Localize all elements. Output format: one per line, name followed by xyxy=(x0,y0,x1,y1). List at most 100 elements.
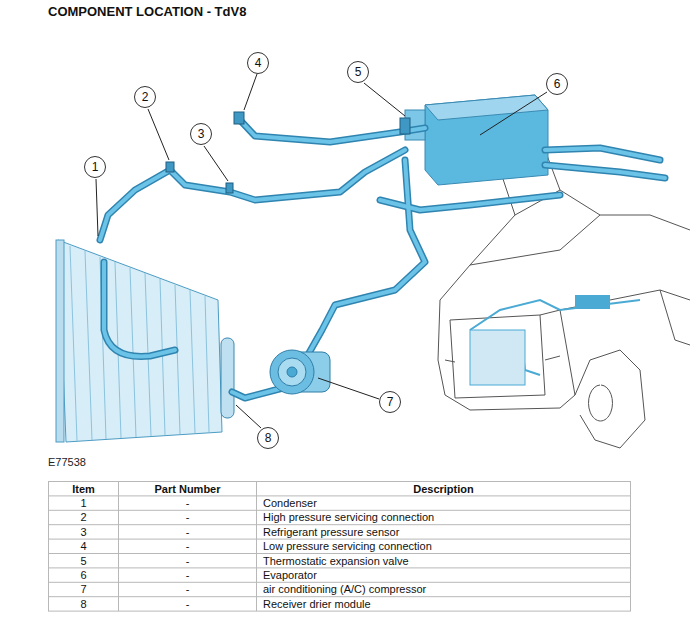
table-grid-part xyxy=(49,596,631,597)
table-cell: High pressure servicing connection xyxy=(257,511,630,524)
table-grid xyxy=(49,482,631,612)
table-cell: air conditioning (A/C) compressor xyxy=(257,583,630,596)
table-cell: 6 xyxy=(49,568,118,581)
table-header: Description xyxy=(257,482,630,495)
table-cell: - xyxy=(119,496,256,509)
vehicle-outline-part xyxy=(540,310,575,395)
refrigerant-pipes-part-part xyxy=(100,150,405,240)
vehicle-outline-part xyxy=(660,290,690,345)
table-cell: Refrigerant pressure sensor xyxy=(257,525,630,538)
leader-lines-part xyxy=(244,74,257,110)
table-grid-part xyxy=(49,495,631,496)
refrigerant-pipes-part-part xyxy=(545,165,665,178)
vehicle-outline-part xyxy=(440,215,690,300)
table-grid-part xyxy=(49,582,631,583)
callout-number: 5 xyxy=(347,61,369,83)
table-cell: - xyxy=(119,597,256,610)
fittings-part xyxy=(234,112,244,124)
table-grid-part xyxy=(49,482,631,612)
table-cell: - xyxy=(119,540,256,553)
vehicle-outline-part xyxy=(575,350,645,448)
table-cell: Receiver drier module xyxy=(257,597,630,610)
table-cell: 8 xyxy=(49,597,118,610)
table-cell: - xyxy=(119,554,256,567)
figure-code: E77538 xyxy=(48,456,86,468)
fittings-part xyxy=(166,162,174,172)
vehicle-ac-system-part xyxy=(470,330,525,385)
evaporator xyxy=(405,95,548,185)
condenser-part xyxy=(58,240,222,442)
table-cell: Condenser xyxy=(257,496,630,509)
refrigerant-pipes-part-part xyxy=(232,388,283,398)
refrigerant-pipes-part-part xyxy=(100,150,405,240)
refrigerant-pipes-part-part xyxy=(545,148,660,160)
table-cell: - xyxy=(119,525,256,538)
condenser-part xyxy=(56,240,64,442)
table-grid-part xyxy=(49,539,631,540)
leader-lines-part xyxy=(96,179,98,236)
evaporator-part xyxy=(425,95,548,185)
refrigerant-pipes-part-part xyxy=(240,120,425,142)
compressor-part xyxy=(270,350,314,394)
refrigerant-pipes-part xyxy=(100,120,665,398)
table-cell: - xyxy=(119,583,256,596)
table-grid-part xyxy=(256,482,257,612)
refrigerant-pipes-part-part xyxy=(545,165,665,178)
table-grid-part xyxy=(49,510,631,511)
vehicle-outline-part xyxy=(560,290,690,310)
table-grid-part xyxy=(118,482,119,612)
vehicle-ac-system-part xyxy=(575,295,610,309)
refrigerant-pipes-part-part xyxy=(104,262,175,356)
condenser-part-part xyxy=(175,285,180,434)
leader-lines-part xyxy=(236,405,261,428)
fittings xyxy=(166,112,410,193)
callout-number: 2 xyxy=(134,86,156,108)
callout-number: 4 xyxy=(247,52,269,74)
table-grid-part xyxy=(49,524,631,525)
vehicle-outline-part xyxy=(589,385,613,421)
table-cell: - xyxy=(119,568,256,581)
compressor-part xyxy=(278,358,306,386)
vehicle-outline-part xyxy=(450,315,545,398)
table-grid-part xyxy=(49,567,631,568)
table-cell: 3 xyxy=(49,525,118,538)
table-cell: 5 xyxy=(49,554,118,567)
table-cell: Evaporator xyxy=(257,568,630,581)
callout-number: 3 xyxy=(190,123,212,145)
table-cell: Thermostatic expansion valve xyxy=(257,554,630,567)
refrigerant-pipes-part-part xyxy=(104,262,175,356)
table-cell: 7 xyxy=(49,583,118,596)
evaporator-part xyxy=(425,95,548,120)
callout-number: 8 xyxy=(257,427,279,449)
table-cell: 4 xyxy=(49,540,118,553)
condenser-part-part xyxy=(85,251,92,440)
leader-lines-part xyxy=(148,109,169,160)
compressor xyxy=(270,350,330,394)
callout-number: 7 xyxy=(379,391,401,413)
fittings-part xyxy=(400,118,410,134)
leader-lines-part xyxy=(204,146,228,181)
refrigerant-pipes-part xyxy=(100,120,665,398)
callout-number: 1 xyxy=(84,156,106,178)
condenser-part-part xyxy=(205,296,209,432)
vehicle-outline-part xyxy=(438,300,575,410)
condenser-part xyxy=(70,246,209,441)
table-cell: - xyxy=(119,511,256,524)
callout-number: 6 xyxy=(546,73,568,95)
leader-lines-part xyxy=(480,92,547,135)
table-cell: 1 xyxy=(49,496,118,509)
table-grid-part xyxy=(49,553,631,554)
condenser-part-part xyxy=(70,246,77,441)
condenser xyxy=(56,240,222,442)
receiver-drier xyxy=(221,338,234,418)
refrigerant-pipes-part-part xyxy=(240,120,425,142)
refrigerant-pipes-part-part xyxy=(545,148,660,160)
condenser-part-part xyxy=(190,290,195,433)
refrigerant-pipes-part-part xyxy=(380,195,560,210)
refrigerant-pipes-part-part xyxy=(232,388,283,398)
refrigerant-pipes-part-part xyxy=(305,160,425,360)
vehicle-outline xyxy=(438,150,690,448)
table-cell: 2 xyxy=(49,511,118,524)
fittings-part xyxy=(226,183,233,193)
table-cell: Low pressure servicing connection xyxy=(257,540,630,553)
